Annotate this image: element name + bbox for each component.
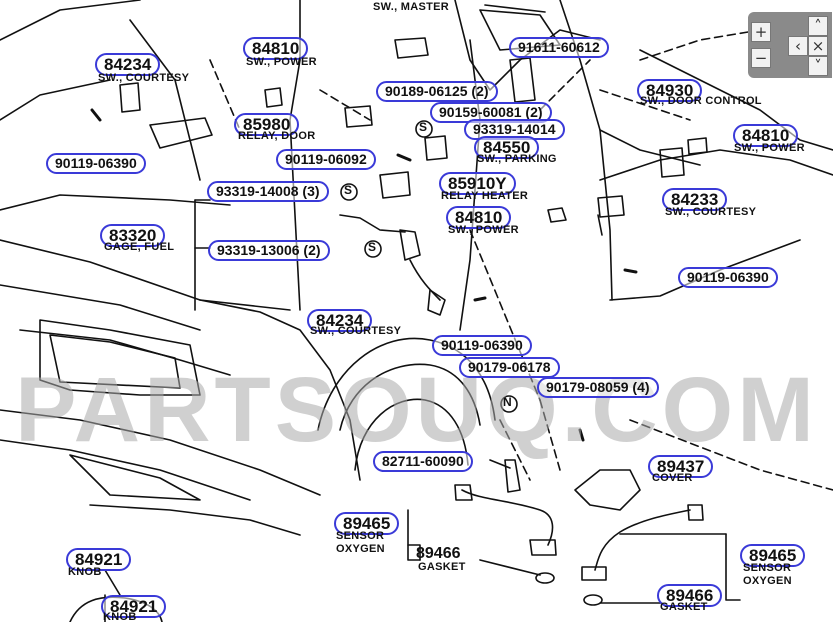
desc-84810-c: SW., POWER [448, 224, 519, 236]
desc-84921-a: KNOB [68, 566, 102, 578]
desc-84930: SW., DOOR CONTROL [640, 95, 762, 107]
desc-84921-b: KNOB [103, 611, 137, 622]
pan-down-button[interactable]: ˅ [808, 56, 828, 76]
part-89437[interactable]: 89437 [648, 455, 714, 478]
part-83320[interactable]: 83320 [100, 224, 166, 247]
part-84234-a[interactable]: 84234 [95, 53, 161, 76]
part-84233[interactable]: 84233 [662, 188, 728, 211]
part-90119-06092[interactable]: 90119-06092 [276, 149, 376, 170]
symbol-s-2: S [368, 240, 377, 254]
desc-84233: SW., COURTESY [665, 206, 757, 218]
part-89465-b[interactable]: 89465 [740, 544, 806, 567]
desc-84234-b: SW., COURTESY [310, 325, 402, 337]
part-84810-b[interactable]: 84810 [733, 124, 799, 147]
desc-84550: SW., PARKING [477, 153, 557, 165]
part-85980[interactable]: 85980 [234, 113, 300, 136]
desc-84810-a: SW., POWER [246, 56, 317, 68]
zoom-controls: + − ˄ ‹ × ˅ [748, 12, 832, 78]
desc-85910y: RELAY HEATER [441, 190, 529, 202]
part-84810-a[interactable]: 84810 [243, 37, 309, 60]
part-85910y[interactable]: 85910Y [439, 172, 516, 195]
desc-85980: RELAY, DOOR [238, 130, 316, 142]
zoom-out-button[interactable]: − [751, 48, 771, 68]
zoom-in-button[interactable]: + [751, 22, 771, 42]
reset-button[interactable]: × [808, 36, 828, 56]
desc-89465-b-sensor: SENSOR [743, 562, 792, 574]
symbol-s-1: S [344, 183, 353, 197]
pan-up-button[interactable]: ˄ [808, 16, 828, 36]
part-91611-60612[interactable]: 91611-60612 [509, 37, 609, 58]
desc-89466-b: GASKET [660, 601, 708, 613]
part-84921-b[interactable]: 84921 [101, 595, 167, 618]
desc-89437: COVER [652, 472, 693, 484]
part-89466-b[interactable]: 89466 [657, 584, 723, 607]
desc-89465-b-oxygen: OXYGEN [743, 575, 792, 587]
part-84810-c[interactable]: 84810 [446, 206, 512, 229]
part-84930[interactable]: 84930 [637, 79, 703, 102]
part-90119-06390-a[interactable]: 90119-06390 [46, 153, 146, 174]
part-89466-a[interactable]: 89466 [416, 545, 461, 562]
part-82711-60090[interactable]: 82711-60090 [373, 451, 473, 472]
desc-84234-a: SW., COURTESY [98, 72, 190, 84]
part-90179-08059[interactable]: 90179-08059 (4) [537, 377, 659, 398]
desc-84810-b: SW., POWER [734, 142, 805, 154]
desc-89465-a-oxygen: OXYGEN [336, 543, 385, 555]
desc-83320: GAGE, FUEL [104, 241, 175, 253]
pan-left-button[interactable]: ‹ [788, 36, 808, 56]
desc-89465-a-sensor: SENSOR [336, 530, 385, 542]
symbol-s-3: S [419, 120, 428, 134]
part-93319-13006[interactable]: 93319-13006 (2) [208, 240, 330, 261]
part-90179-06178[interactable]: 90179-06178 [459, 357, 560, 378]
desc-sw-master: SW., MASTER [373, 1, 450, 13]
part-84921-a[interactable]: 84921 [66, 548, 132, 571]
part-93319-14014[interactable]: 93319-14014 [464, 119, 565, 140]
part-93319-14008[interactable]: 93319-14008 (3) [207, 181, 329, 202]
desc-89466-a: GASKET [418, 561, 466, 573]
part-90189-06125[interactable]: 90189-06125 (2) [376, 81, 498, 102]
part-90119-06390-b[interactable]: 90119-06390 [678, 267, 778, 288]
symbol-n: N [503, 395, 512, 409]
part-89465-a[interactable]: 89465 [334, 512, 400, 535]
part-90119-06390-c[interactable]: 90119-06390 [432, 335, 532, 356]
part-84550[interactable]: 84550 [474, 136, 540, 159]
part-84234-b[interactable]: 84234 [307, 309, 373, 332]
